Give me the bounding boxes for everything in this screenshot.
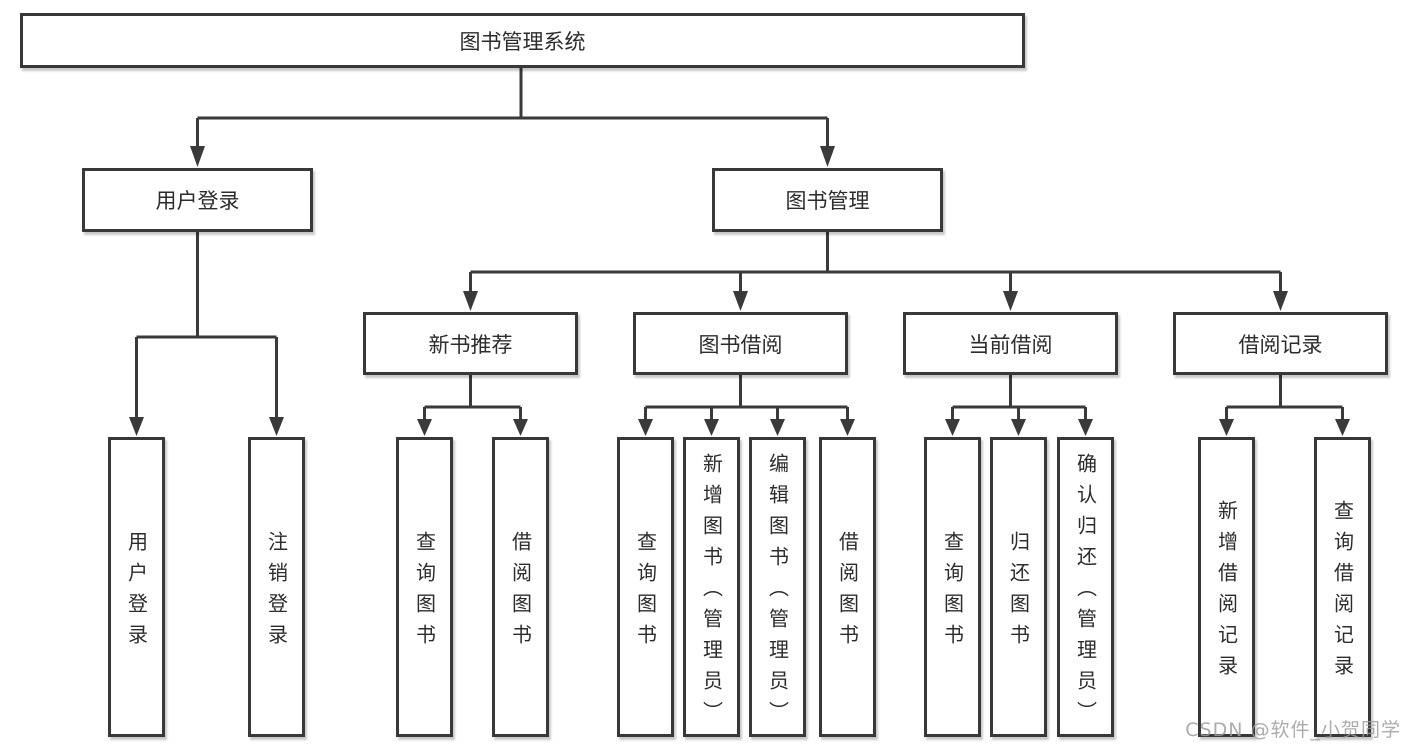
- node-label: 图书管理系统: [459, 29, 586, 54]
- leaf-query-books-borrow: 查询图书: [617, 437, 674, 737]
- leaf-label: 查询借阅记录: [1330, 499, 1355, 686]
- leaf-label: 查询图书: [633, 530, 658, 655]
- leaf-query-books-current: 查询图书: [924, 437, 981, 737]
- leaf-label: 借阅图书: [835, 530, 860, 655]
- leaf-label: 归还图书: [1006, 530, 1031, 655]
- arrowhead-icons: [129, 146, 1350, 436]
- leaf-label: 编辑图书（管理员）: [765, 453, 790, 732]
- node-book-borrow: 图书借阅: [633, 312, 848, 375]
- node-borrow-records: 借阅记录: [1173, 312, 1388, 375]
- node-user-login: 用户登录: [82, 168, 313, 232]
- node-label: 当前借阅: [968, 332, 1053, 357]
- node-label: 图书管理: [785, 189, 870, 213]
- leaf-add-books-admin: 新增图书（管理员）: [683, 437, 740, 737]
- node-label: 图书借阅: [698, 332, 783, 357]
- leaf-edit-books-admin: 编辑图书（管理员）: [749, 437, 806, 737]
- node-book-management: 图书管理: [712, 168, 943, 232]
- node-label: 借阅记录: [1238, 332, 1323, 357]
- node-system-root: 图书管理系统: [20, 13, 1025, 68]
- leaf-label: 确认归还（管理员）: [1073, 453, 1098, 732]
- node-current-borrow: 当前借阅: [903, 312, 1118, 375]
- leaf-add-borrow-record: 新增借阅记录: [1198, 437, 1255, 737]
- node-label: 用户登录: [155, 189, 240, 213]
- leaf-label: 用户登录: [124, 530, 149, 655]
- leaf-query-books-recommend: 查询图书: [396, 437, 453, 737]
- node-label: 新书推荐: [428, 332, 513, 357]
- leaf-label: 新增借阅记录: [1214, 499, 1239, 686]
- leaf-label: 新增图书（管理员）: [699, 453, 724, 732]
- leaf-label: 注销登录: [264, 530, 289, 655]
- leaf-label: 借阅图书: [508, 530, 533, 655]
- leaf-user-login: 用户登录: [108, 437, 165, 737]
- leaf-return-books: 归还图书: [990, 437, 1047, 737]
- leaf-borrow-books: 借阅图书: [819, 437, 876, 737]
- leaf-label: 查询图书: [940, 530, 965, 655]
- connector-stems: [135, 66, 1344, 421]
- leaf-query-borrow-record: 查询借阅记录: [1314, 437, 1371, 737]
- leaf-label: 查询图书: [412, 530, 437, 655]
- node-new-book-recommend: 新书推荐: [363, 312, 578, 375]
- leaf-confirm-return-admin: 确认归还（管理员）: [1057, 437, 1114, 737]
- leaf-logout: 注销登录: [248, 437, 305, 737]
- leaf-borrow-books-recommend: 借阅图书: [492, 437, 549, 737]
